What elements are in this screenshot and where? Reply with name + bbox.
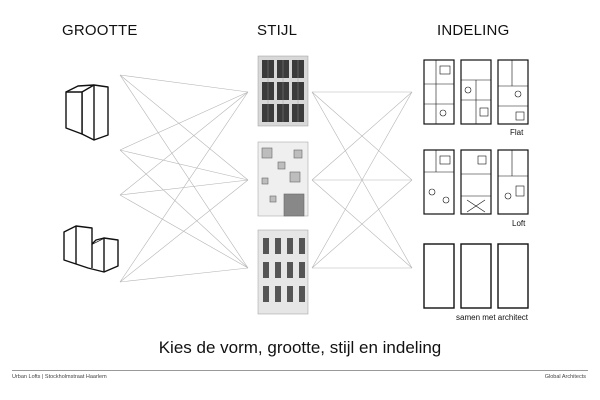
layout-label-architect: samen met architect — [456, 313, 529, 322]
layout-plans-custom — [423, 243, 529, 309]
style-facade-cubes — [257, 141, 309, 217]
style-facade-vertical — [257, 229, 309, 315]
subtitle: Kies de vorm, grootte, stijl en indeling — [158, 338, 442, 357]
style-facade-grid — [257, 55, 309, 127]
footer-project: Urban Lofts | Stockholmstraat Haarlem — [12, 374, 107, 380]
layout-label-flat: Flat — [510, 128, 524, 137]
layout-plans-flat — [423, 59, 529, 125]
heading-size: GROOTTE — [62, 22, 138, 39]
heading-style: STIJL — [257, 22, 298, 39]
footer-divider — [12, 370, 588, 371]
connectors-style-to-layout — [311, 91, 413, 269]
heading-layout: INDELING — [437, 22, 510, 39]
size-volume-small — [65, 84, 109, 141]
size-volume-large — [63, 225, 119, 273]
layout-plans-loft — [423, 149, 529, 215]
layout-label-loft: Loft — [512, 219, 526, 228]
connectors-size-to-style — [119, 74, 249, 283]
footer-company: Global Architects — [544, 374, 586, 380]
